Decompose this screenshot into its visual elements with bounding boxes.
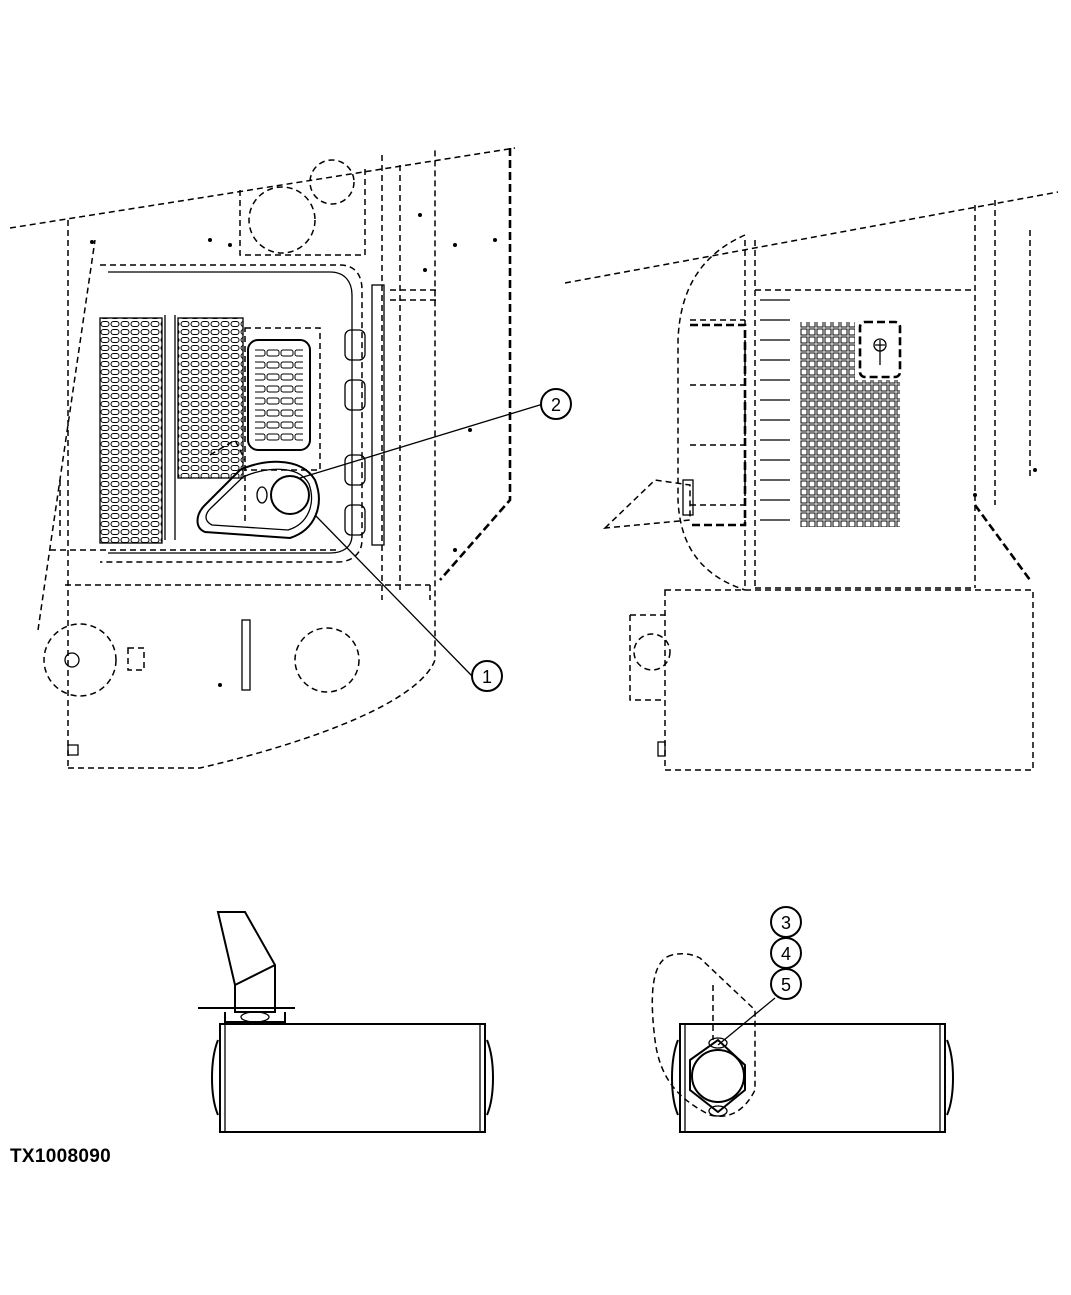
svg-text:2: 2 (551, 395, 561, 415)
callout-5: 5 (770, 968, 802, 1000)
callout-2: 2 (540, 388, 572, 420)
leader-line-5 (717, 997, 776, 1046)
figure-id-label: TX1008090 (10, 1146, 111, 1167)
svg-text:3: 3 (781, 913, 791, 933)
muffler-top-view (651, 953, 954, 1133)
right-rear-view (564, 191, 1059, 771)
left-side-view (9, 147, 516, 770)
svg-text:4: 4 (781, 944, 791, 964)
callout-3: 3 (770, 906, 802, 938)
muffler-side-view (198, 911, 494, 1133)
callout-1: 1 (471, 660, 503, 692)
leader-line-1 (314, 514, 473, 677)
callout-4: 4 (770, 937, 802, 969)
svg-text:5: 5 (781, 975, 791, 995)
leader-line-2 (299, 403, 544, 479)
svg-text:1: 1 (482, 667, 492, 687)
